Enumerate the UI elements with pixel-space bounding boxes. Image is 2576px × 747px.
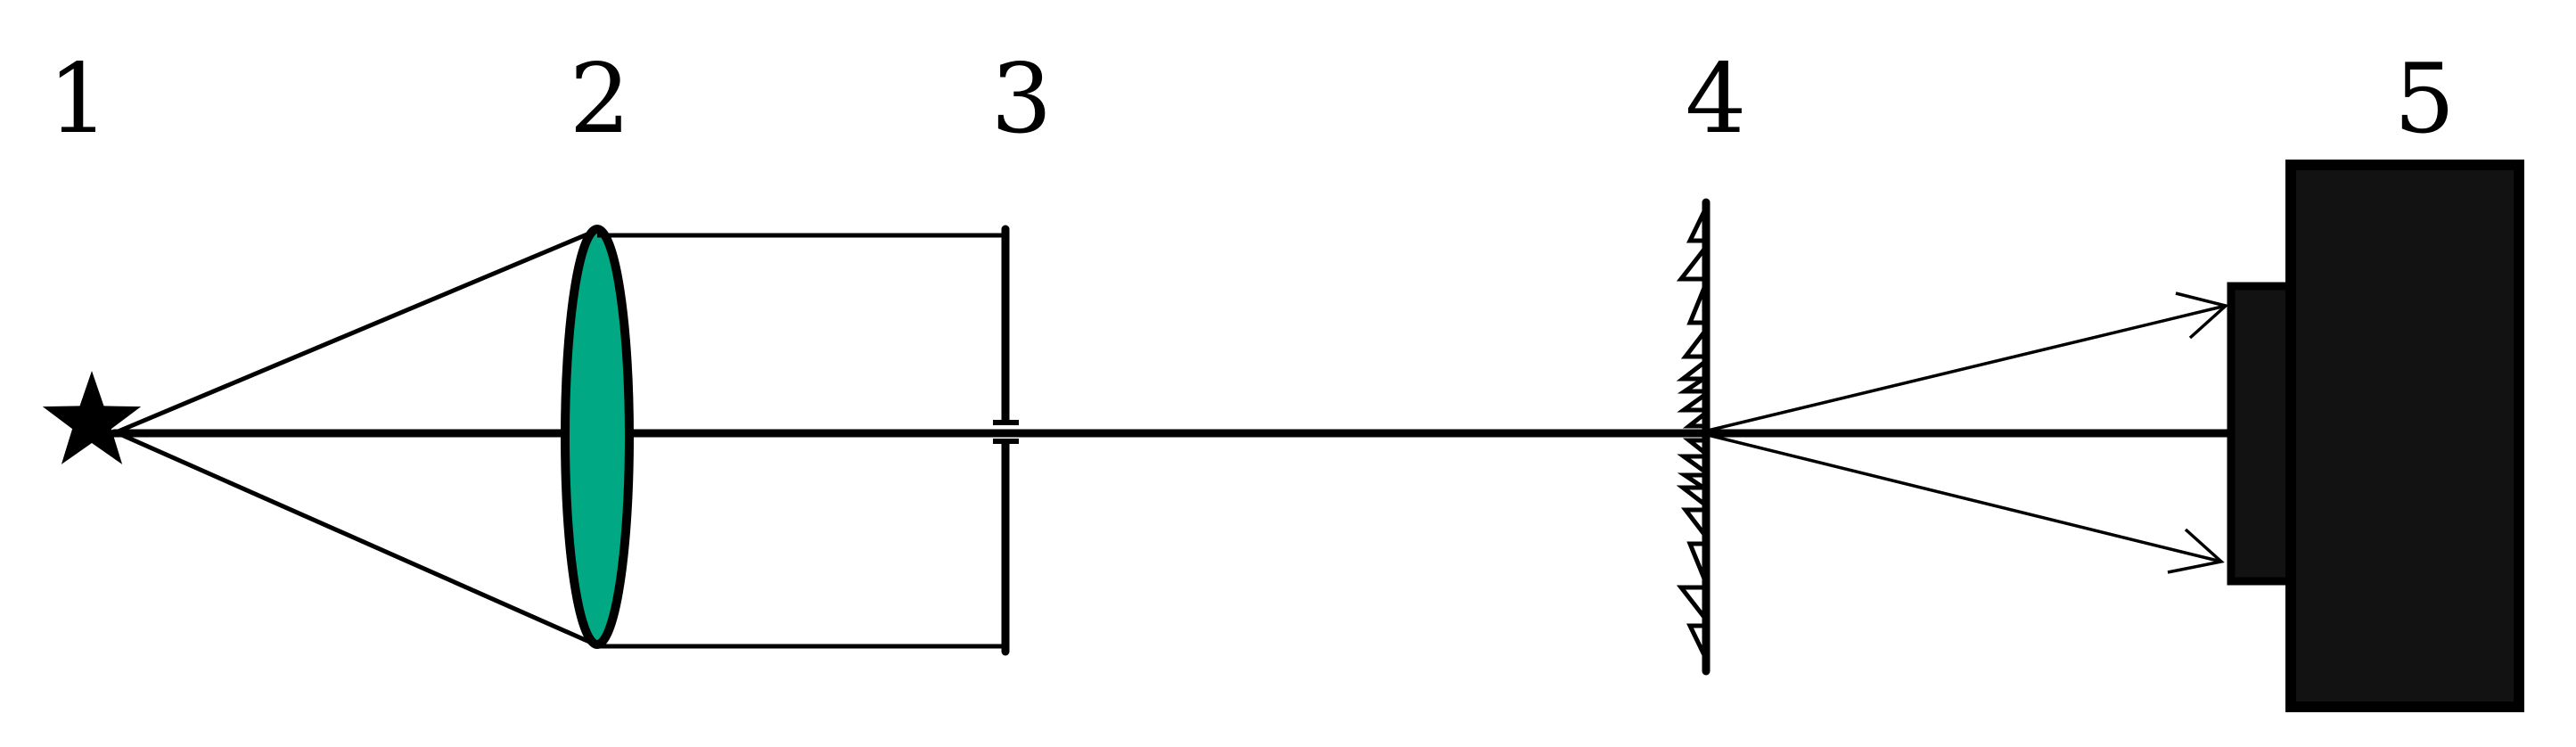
label-2-lens: 2 bbox=[570, 44, 631, 155]
label-5-detector: 5 bbox=[2394, 44, 2456, 155]
lens-ellipse bbox=[561, 225, 634, 649]
arrowhead-upper-icon bbox=[2175, 291, 2229, 340]
star-icon bbox=[42, 371, 142, 464]
source-ray-upper bbox=[115, 228, 596, 435]
camera-body-rect bbox=[2285, 160, 2524, 712]
arrowhead-lower-icon bbox=[2167, 528, 2225, 574]
grating-teeth-lower bbox=[1676, 438, 1709, 661]
label-3-slit: 3 bbox=[991, 44, 1053, 155]
diffracted-ray-lower bbox=[1707, 433, 2222, 563]
slit-aperture bbox=[993, 225, 1019, 656]
grating-teeth-upper bbox=[1676, 206, 1709, 429]
source-ray-lower bbox=[114, 430, 597, 647]
label-row: 1 2 3 4 5 bbox=[48, 44, 2456, 155]
diffraction-grating bbox=[1676, 198, 1710, 676]
label-1-source: 1 bbox=[48, 44, 110, 155]
diffracted-rays bbox=[1707, 291, 2229, 574]
diffracted-ray-upper bbox=[1707, 304, 2227, 432]
camera-sensor-rect bbox=[2227, 282, 2298, 586]
label-4-grating: 4 bbox=[1686, 44, 1747, 155]
detector-camera bbox=[2227, 160, 2524, 712]
light-source bbox=[42, 228, 597, 647]
